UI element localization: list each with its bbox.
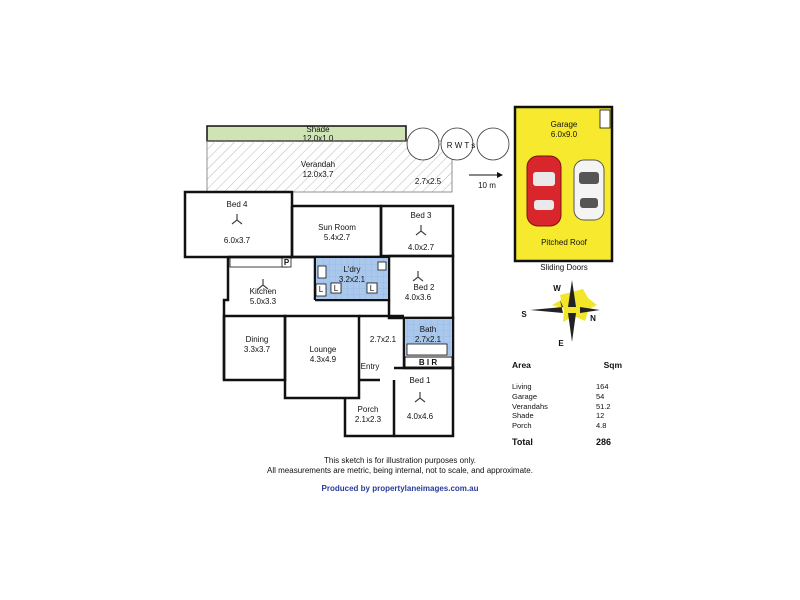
dining-label: Dining	[246, 335, 269, 344]
area-table: Area Sqm Living 164 Garage 54 Verandahs …	[512, 360, 622, 447]
bed4-size: 6.0x3.7	[224, 236, 251, 245]
bath-label: Bath	[420, 325, 436, 334]
verandah-size: 12.0x3.7	[303, 170, 334, 179]
compass-south: S	[521, 310, 527, 319]
bed3-label: Bed 3	[411, 211, 432, 220]
red-car-icon	[526, 155, 562, 227]
garage-size: 6.0x9.0	[551, 130, 578, 139]
total-label: Total	[512, 436, 533, 447]
dining-size: 3.3x3.7	[244, 345, 271, 354]
lounge-size: 4.3x4.9	[310, 355, 337, 364]
linen-label-3: L	[370, 284, 375, 293]
bed3-size: 4.0x2.7	[408, 243, 435, 252]
garage-label: Garage	[551, 120, 578, 129]
sqm-header: Sqm	[603, 360, 622, 370]
area-row-name: Shade	[512, 411, 534, 421]
bed2-size: 4.0x3.6	[405, 293, 432, 302]
bed4-label: Bed 4	[227, 200, 248, 209]
hall-size: 2.7x2.1	[370, 335, 397, 344]
bed2-label: Bed 2	[414, 283, 435, 292]
area-row: Verandahs 51.2	[512, 402, 622, 412]
shade-label: Shade	[306, 125, 330, 134]
laundry-label: L'dry	[343, 265, 360, 274]
bir-label: B I R	[419, 358, 437, 367]
area-row-name: Porch	[512, 421, 532, 431]
lounge-label: Lounge	[310, 345, 337, 354]
kitchen-bench	[229, 257, 289, 268]
ceiling-fans	[231, 214, 427, 403]
garage-doors-label: Sliding Doors	[540, 263, 588, 272]
area-row-name: Living	[512, 382, 532, 391]
area-row-name: Verandahs	[512, 401, 548, 411]
kitchen-label: Kitchen	[250, 287, 277, 296]
area-header: Area	[512, 360, 531, 370]
compass-icon	[530, 280, 600, 342]
garage-roof-label: Pitched Roof	[541, 238, 588, 247]
pantry	[281, 257, 292, 268]
disclaimer-line-2: All measurements are metric, being inter…	[267, 466, 533, 475]
compass-north: N	[590, 314, 596, 323]
area-row: Shade 12	[512, 411, 622, 421]
garage-cabinet	[599, 109, 611, 129]
linen-label-2: L	[334, 284, 339, 293]
house-walls	[183, 190, 455, 438]
disclaimer-line-1: This sketch is for illustration purposes…	[324, 456, 476, 465]
area-row: Living 164	[512, 382, 622, 392]
verandah-label: Verandah	[301, 160, 335, 169]
distance-label: 10 m	[478, 181, 496, 190]
area-row: Porch 4.8	[512, 421, 622, 431]
white-car-icon	[573, 159, 605, 221]
porch-size: 2.1x2.3	[355, 415, 382, 424]
linen-label-1: L	[319, 285, 324, 294]
area-row-value: 164	[596, 382, 609, 391]
bath-size: 2.7x2.1	[415, 335, 442, 344]
producer-credit: Produced by propertylaneimages.com.au	[321, 484, 479, 493]
area-table-header: Area Sqm	[512, 360, 622, 370]
verandah-side-size: 2.7x2.5	[415, 177, 442, 186]
entry-label: Entry	[361, 362, 380, 371]
laundry-size: 3.2x2.1	[339, 275, 366, 284]
shade-size: 12.0x1.0	[303, 134, 334, 143]
compass-east: E	[558, 339, 564, 348]
bathtub	[406, 343, 448, 356]
total-value: 286	[596, 436, 612, 447]
pantry-label: P	[284, 258, 290, 267]
distance-arrow	[469, 172, 503, 178]
bir-box	[404, 356, 453, 368]
rwt-label: R W T s	[447, 141, 476, 150]
compass-west: W	[553, 284, 561, 293]
area-row-value: 54	[596, 391, 605, 401]
area-row-value: 51.2	[596, 401, 611, 411]
sunroom-size: 5.4x2.7	[324, 233, 351, 242]
area-row: Garage 54	[512, 392, 622, 402]
porch-label: Porch	[358, 405, 379, 414]
area-row-name: Garage	[512, 391, 538, 401]
area-total-row: Total 286	[512, 437, 622, 447]
kitchen-size: 5.0x3.3	[250, 297, 277, 306]
laundry-fixtures	[315, 261, 387, 297]
sunroom-label: Sun Room	[318, 223, 356, 232]
area-row-value: 4.8	[596, 421, 607, 431]
bed1-size: 4.0x4.6	[407, 412, 434, 421]
area-row-value: 12	[596, 411, 605, 421]
bed1-label: Bed 1	[410, 376, 431, 385]
rainwater-tanks	[406, 127, 510, 161]
